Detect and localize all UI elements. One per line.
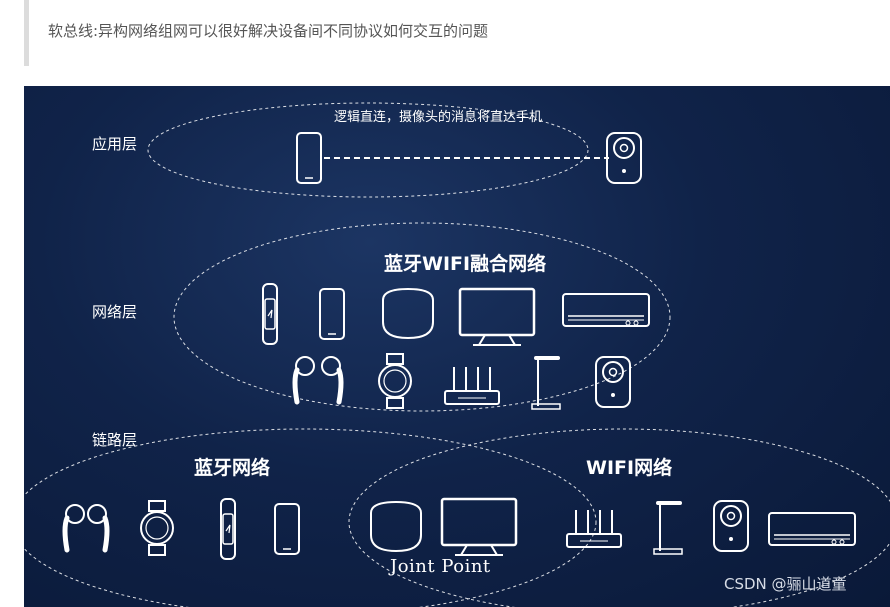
- band-icon: [262, 283, 278, 345]
- network-layer-ellipse: [173, 222, 671, 412]
- monitor-icon: [458, 287, 536, 347]
- network-layer-label: 网络层: [92, 303, 138, 321]
- bluetooth-network-title: 蓝牙网络: [194, 457, 271, 479]
- wifi-network-title: WIFI网络: [586, 457, 673, 479]
- earbuds-icon: [322, 357, 341, 402]
- air-conditioner-icon: [768, 512, 856, 546]
- architecture-diagram: 应用层 网络层 链路层 逻辑直连，摄像头的消息将直达手机 蓝牙WIFI融合网络 …: [24, 86, 890, 607]
- earbuds-icon: [65, 505, 84, 550]
- desk-lamp-icon: [652, 501, 684, 556]
- phone-icon: [319, 288, 345, 340]
- earbuds-icon: [295, 357, 314, 402]
- phone-icon: [296, 132, 322, 184]
- smart-speaker-icon: [370, 501, 422, 552]
- diagram-canvas: [24, 102, 890, 607]
- application-layer-label: 应用层: [92, 135, 138, 153]
- phone-icon: [274, 503, 300, 555]
- router-icon: [444, 366, 500, 405]
- joint-point-label: Joint Point: [390, 556, 491, 577]
- camera-icon: [595, 356, 631, 408]
- quote-bar: [24, 0, 29, 66]
- monitor-icon: [440, 497, 518, 557]
- band-icon: [220, 498, 236, 560]
- logical-link-note: 逻辑直连，摄像头的消息将直达手机: [334, 110, 543, 125]
- watch-icon: [378, 353, 412, 409]
- camera-icon: [606, 132, 642, 184]
- quote-text: 软总线:异构网络组网可以很好解决设备间不同协议如何交互的问题: [48, 22, 489, 40]
- bluetooth-network-ellipse: [24, 428, 597, 607]
- camera-icon: [713, 500, 749, 552]
- air-conditioner-icon: [562, 293, 650, 327]
- fusion-network-title: 蓝牙WIFI融合网络: [384, 253, 547, 275]
- desk-lamp-icon: [530, 356, 562, 411]
- link-layer-label: 链路层: [92, 431, 138, 449]
- watch-icon: [140, 500, 174, 556]
- smart-speaker-icon: [382, 288, 434, 339]
- application-layer-ellipse: [147, 102, 589, 198]
- router-icon: [566, 509, 622, 548]
- earbuds-icon: [88, 505, 107, 550]
- watermark: CSDN @骊山道童: [724, 575, 847, 593]
